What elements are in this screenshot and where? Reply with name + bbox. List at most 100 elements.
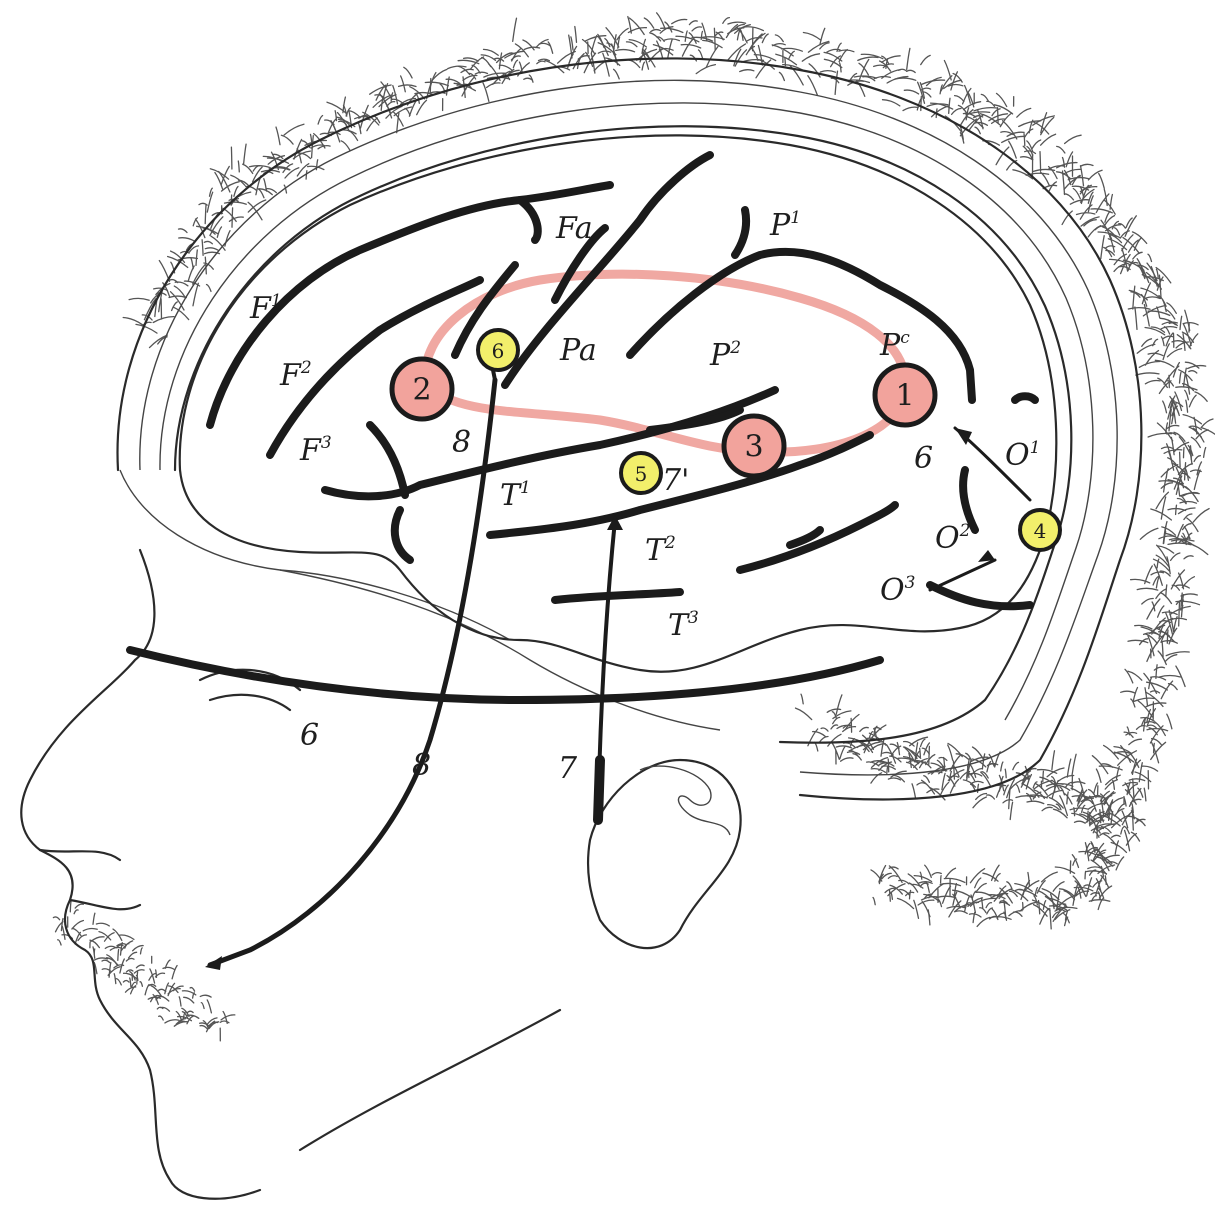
hair-stroke [200,1026,208,1030]
label-o2: O2 [935,521,970,556]
hair-stroke [955,96,964,102]
hair-stroke [1201,419,1213,428]
label-pc: Pc [879,328,910,363]
hair-stroke [1052,751,1055,770]
hair-stroke [921,80,944,84]
hair-stroke [102,960,110,962]
nerve-numbers: 6 8 7 8 7' 6 [300,425,933,786]
hair-stroke [888,759,889,772]
hair-stroke [672,19,687,23]
hair-stroke [1189,395,1196,407]
hair-stroke [1167,425,1179,428]
hair-stroke [284,124,304,135]
hair-stroke [1035,888,1037,896]
nerve-6-brain: 6 [914,441,933,476]
hair-stroke [75,904,83,908]
hair-stroke [243,164,253,173]
hair-stroke [173,307,188,319]
hair-stroke [341,141,350,150]
hair-stroke [109,963,111,978]
center-6: 6 [478,330,518,370]
hair-stroke [325,120,334,124]
hair-stroke [1040,152,1041,171]
hair-stroke [1058,775,1074,781]
hair-stroke [1147,643,1157,662]
hair-stroke [401,76,406,92]
hair-stroke [1180,316,1182,329]
hair-stroke [840,63,842,72]
hair-stroke [205,205,206,224]
hair-stroke [150,969,155,983]
hair-stroke [975,878,981,888]
hair-stroke [617,28,628,40]
hair-stroke [1120,231,1129,238]
hair-stroke [78,935,86,941]
hair-stroke [899,69,907,71]
hair-stroke [1027,801,1044,803]
hair-stroke [405,108,410,115]
hair-stroke [1179,602,1180,626]
hair-stroke [1068,178,1088,180]
hair-stroke [62,926,65,939]
hair-stroke [1157,423,1172,441]
hair-stroke [692,27,702,31]
hair-stroke [723,18,730,24]
hair-stroke [1144,633,1158,635]
hair-stroke [1142,598,1153,604]
hair-stroke [483,83,489,102]
hair-stroke [946,868,956,878]
hair-stroke [860,727,869,731]
hair-stroke [921,739,925,746]
hair-stroke [973,797,986,808]
hair-stroke [1101,866,1103,876]
hair-stroke [1043,901,1045,910]
center-4-label: 4 [1034,519,1047,543]
hair-stroke [202,240,203,256]
hair-stroke [1133,232,1147,244]
hair-stroke [136,324,157,333]
nerve-8-brain: 8 [452,425,471,460]
hair-stroke [358,122,361,133]
hair-stroke [1129,739,1142,744]
hair-stroke [1080,205,1092,219]
hair-stroke [982,754,984,769]
hair-stroke [1194,456,1200,462]
hair-stroke [947,906,965,908]
hair-stroke [1167,349,1181,357]
center-2-label: 2 [412,373,431,408]
hair-stroke [484,49,499,55]
hair-stroke [1166,652,1189,656]
hair-stroke [179,229,188,233]
hair-stroke [681,44,701,48]
hair-stroke [306,171,307,179]
hair-stroke [903,107,918,110]
hair-stroke [932,873,941,875]
hair-stroke [706,47,718,68]
hair-stroke [879,866,886,883]
hair-stroke [828,734,841,746]
hair-stroke [803,33,821,41]
nerve-7p-brain: 7' [662,463,689,498]
hair-stroke [977,917,990,926]
hair-stroke [575,27,577,43]
hair-stroke [1070,808,1088,810]
hair-stroke [93,913,95,924]
hair-stroke [123,981,129,983]
hair-stroke [1126,834,1136,846]
hair-stroke [883,100,900,106]
hair-stroke [1147,729,1168,731]
hair-stroke [1145,722,1155,724]
hair-stroke [1151,572,1163,575]
hair-stroke [281,135,293,144]
hair-stroke [616,50,635,52]
hair-stroke [548,42,553,53]
hair-stroke [1121,827,1124,834]
hair-stroke [578,56,589,59]
hair-stroke [836,695,842,715]
hair-stroke [987,908,993,914]
hair-stroke [997,93,1007,106]
hair-stroke [1033,169,1055,171]
hair-stroke [537,61,545,64]
hair-stroke [1016,785,1019,792]
hair-stroke [511,56,520,60]
